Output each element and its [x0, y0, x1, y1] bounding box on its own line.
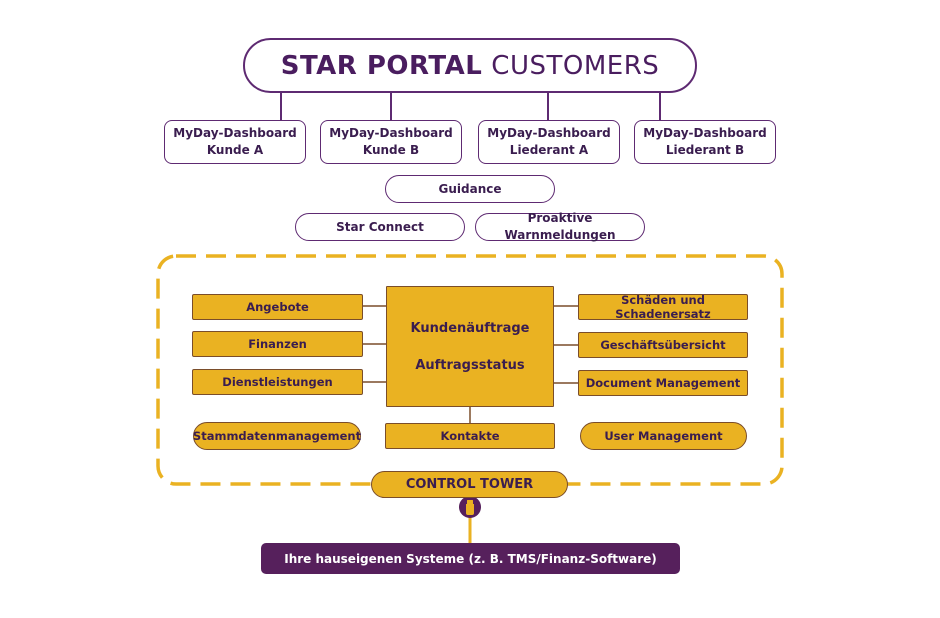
- plug-icon: [459, 495, 481, 545]
- module-geschaeftsuebersicht: Geschäftsübersicht: [578, 332, 748, 358]
- module-dienstleistungen: Dienstleistungen: [192, 369, 363, 395]
- title-bold: STAR PORTAL: [280, 50, 483, 81]
- center-orders-box: Kundenäuftrage Auftragsstatus: [386, 286, 554, 407]
- star-connect-box: Star Connect: [295, 213, 465, 241]
- dashboard-kunde-b: MyDay-Dashboard Kunde B: [320, 120, 462, 164]
- dashboard-liederant-a: MyDay-Dashboard Liederant A: [478, 120, 620, 164]
- module-finanzen: Finanzen: [192, 331, 363, 357]
- dashboard-line1: MyDay-Dashboard: [643, 126, 767, 140]
- dashboard-line1: MyDay-Dashboard: [329, 126, 453, 140]
- dashboard-line2: Kunde B: [362, 143, 420, 157]
- dashboard-liederant-b: MyDay-Dashboard Liederant B: [634, 120, 776, 164]
- warnings-box: Proaktive Warnmeldungen: [475, 211, 645, 242]
- module-schaeden: Schäden und Schadenersatz: [578, 293, 748, 321]
- dashboard-line1: MyDay-Dashboard: [173, 126, 297, 140]
- module-angebote: Angebote: [192, 294, 363, 320]
- guidance-box: Guidance: [385, 175, 555, 203]
- dashboard-line2: Liederant B: [665, 143, 745, 157]
- module-kontakte: Kontakte: [385, 423, 555, 449]
- module-user-management: User Management: [580, 422, 747, 450]
- dashboard-line1: MyDay-Dashboard: [487, 126, 611, 140]
- title-light: CUSTOMERS: [491, 50, 660, 81]
- dashboard-line2: Liederant A: [509, 143, 589, 157]
- control-tower-box: CONTROL TOWER: [371, 471, 568, 498]
- dashboard-line2: Kunde A: [206, 143, 264, 157]
- center-line2: Auftragsstatus: [415, 357, 525, 373]
- module-stammdaten: Stammdatenmanagement: [193, 422, 361, 450]
- portal-title: STAR PORTAL CUSTOMERS: [243, 38, 697, 93]
- center-line1: Kundenäuftrage: [410, 320, 530, 336]
- module-document-management: Document Management: [578, 370, 748, 396]
- dashboard-kunde-a: MyDay-Dashboard Kunde A: [164, 120, 306, 164]
- module-frame: [156, 254, 784, 486]
- in-house-systems-bar: Ihre hauseigenen Systeme (z. B. TMS/Fina…: [261, 543, 680, 574]
